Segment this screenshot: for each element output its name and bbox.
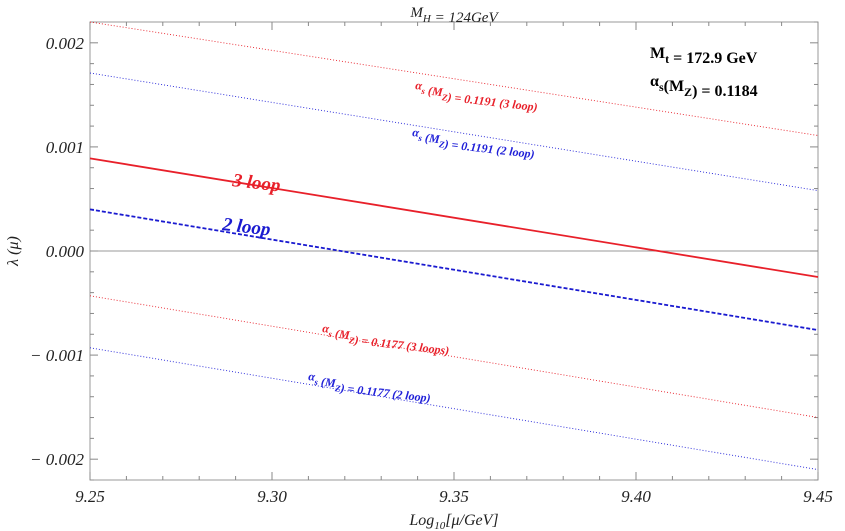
series-label-5: αs (MZ) = 0.1177 (2 loop) (307, 369, 433, 405)
y-axis-label: λ (μ) (5, 236, 22, 267)
series-label-3: 2 loop (220, 214, 271, 241)
y-tick-label: − 0.001 (30, 346, 84, 365)
y-tick-label: − 0.002 (30, 450, 84, 469)
series-label-1: αs (MZ) = 0.1191 (2 loop) (411, 125, 537, 161)
series-line-3 (89, 208, 819, 331)
x-axis-label: Log10[μ/GeV] (408, 512, 498, 531)
y-tick-label: 0.000 (46, 242, 85, 261)
series-line-4 (89, 295, 819, 418)
annotation-0: Mt = 172.9 GeV (650, 45, 758, 67)
x-tick-label: 9.45 (803, 487, 833, 506)
y-tick-label: 0.002 (46, 34, 85, 53)
series-line-0 (89, 21, 819, 136)
x-tick-label: 9.30 (257, 487, 287, 506)
x-tick-label: 9.25 (75, 487, 105, 506)
x-tick-label: 9.40 (621, 487, 651, 506)
series-line-2 (89, 157, 819, 278)
series-label-4: αs (MZ) = 0.1177 (3 loops) (321, 321, 451, 358)
chart-title: MH = 124GeV (409, 5, 499, 26)
series-label-0: αs (MZ) = 0.1191 (3 loop) (414, 78, 540, 114)
y-tick-label: 0.001 (46, 138, 84, 157)
x-tick-label: 9.35 (439, 487, 469, 506)
series-line-5 (89, 347, 819, 471)
annotation-1: αs(MZ) = 0.1184 (650, 73, 758, 100)
series-label-2: 3 loop (230, 170, 281, 197)
